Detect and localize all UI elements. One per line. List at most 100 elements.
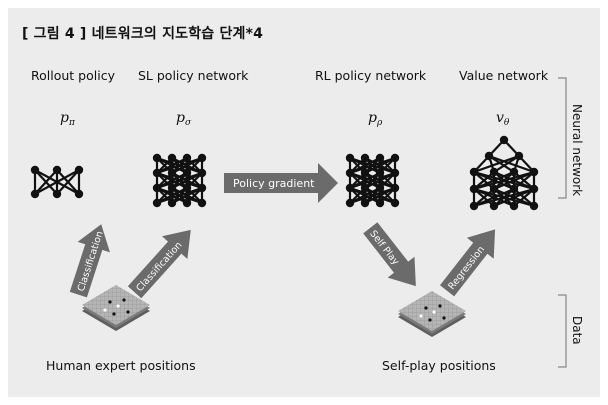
sl-net-node (182, 198, 192, 208)
sl-net-node (182, 183, 192, 193)
go-board-human (82, 285, 150, 331)
human-expert-positions-label: Human expert positions (46, 358, 196, 373)
sl-net-edge (156, 186, 203, 205)
rl-policy-network (345, 153, 400, 208)
value-net-node (469, 184, 479, 194)
value-network (469, 135, 539, 211)
rl-net-node (360, 183, 370, 193)
value-net-edge (488, 154, 535, 174)
data-bracket: Data (558, 294, 584, 368)
value-symbol: vθ (496, 110, 510, 128)
rl-net-node (345, 153, 355, 163)
rollout-net-node (52, 189, 62, 199)
rl-net-node (360, 198, 370, 208)
value-net-edge (513, 188, 535, 207)
sl-net-node (197, 198, 207, 208)
sl-policy-network-label: SL policy network (138, 68, 249, 83)
rl-net-edge (349, 171, 396, 190)
rollout-net-node (74, 165, 84, 175)
value-network-label: Value network (459, 68, 549, 83)
sl-net-node (197, 183, 207, 193)
rl-net-node (390, 168, 400, 178)
value-net-edge (473, 154, 520, 174)
classification-label-right: Classification (134, 240, 184, 294)
rl-net-node (375, 153, 385, 163)
rollout-policy-network (30, 165, 84, 199)
rl-net-edge (364, 172, 396, 189)
sl-net-edge (171, 157, 203, 174)
value-net-node (489, 184, 499, 194)
value-net-node (484, 151, 494, 161)
value-net-edge (493, 170, 535, 191)
value-net-node (469, 167, 479, 177)
policy-gradient-label: Policy gradient (233, 177, 315, 190)
rollout-net-edge (34, 169, 58, 195)
rl-net-edge (364, 157, 396, 174)
rollout-net-edge (34, 169, 80, 195)
classification-arrow-left: Classification (69, 224, 110, 298)
value-net-edge (513, 171, 535, 190)
figure-title: [ 그림 4 ] 네트워크의 지도학습 단계*4 (22, 26, 264, 42)
sl-net-node (197, 168, 207, 178)
sl-net-node (167, 183, 177, 193)
go-board-self-play (398, 291, 466, 337)
rollout-policy-label: Rollout policy (31, 68, 115, 83)
sl-symbol: pσ (176, 110, 192, 128)
rollout-symbol: pπ (60, 110, 76, 128)
rl-net-node (345, 168, 355, 178)
value-net-node (529, 184, 539, 194)
neural-network-bracket-label: Neural network (570, 104, 584, 196)
rl-net-node (345, 198, 355, 208)
rl-net-node (390, 183, 400, 193)
value-net-node (509, 184, 519, 194)
rl-net-node (375, 183, 385, 193)
sl-net-node (167, 153, 177, 163)
self-play-arrow: Self Play (363, 222, 416, 287)
rollout-net-edge (56, 169, 80, 195)
value-net-edge (488, 155, 515, 173)
sl-policy-network (152, 153, 207, 208)
sl-net-edge (156, 171, 203, 190)
rl-net-node (390, 198, 400, 208)
sl-net-edge (171, 172, 203, 189)
value-net-node (499, 135, 509, 145)
value-net-node (509, 167, 519, 177)
rl-net-edge (349, 156, 396, 175)
sl-net-node (182, 168, 192, 178)
sl-net-node (152, 183, 162, 193)
sl-net-edge (171, 187, 203, 204)
value-net-edge (473, 171, 495, 190)
rollout-net-node (30, 189, 40, 199)
value-net-edge (473, 187, 535, 208)
value-net-edge (493, 155, 520, 173)
rl-policy-network-label: RL policy network (315, 68, 427, 83)
value-net-node (509, 201, 519, 211)
value-net-node (529, 167, 539, 177)
sl-net-node (197, 153, 207, 163)
value-net-node (529, 201, 539, 211)
neural-network-bracket: Neural network (558, 77, 584, 199)
data-bracket-label: Data (570, 316, 584, 345)
rollout-net-node (74, 189, 84, 199)
value-net-edge (493, 187, 535, 208)
rl-net-edge (349, 186, 396, 205)
rl-symbol: pρ (368, 110, 383, 128)
rl-net-node (375, 198, 385, 208)
value-net-edge (473, 188, 495, 207)
value-net-node (514, 151, 524, 161)
self-play-positions-label: Self-play positions (382, 358, 496, 373)
value-net-node (489, 201, 499, 211)
value-net-node (489, 167, 499, 177)
sl-net-node (167, 168, 177, 178)
rl-net-node (345, 183, 355, 193)
rl-net-node (360, 168, 370, 178)
regression-arrow: Regression (439, 229, 496, 297)
value-net-edge (473, 170, 535, 191)
sl-net-node (152, 168, 162, 178)
rl-net-node (375, 168, 385, 178)
value-net-node (469, 201, 479, 211)
sl-net-node (152, 198, 162, 208)
rl-net-edge (364, 187, 396, 204)
policy-gradient-arrow: Policy gradient (224, 163, 338, 203)
